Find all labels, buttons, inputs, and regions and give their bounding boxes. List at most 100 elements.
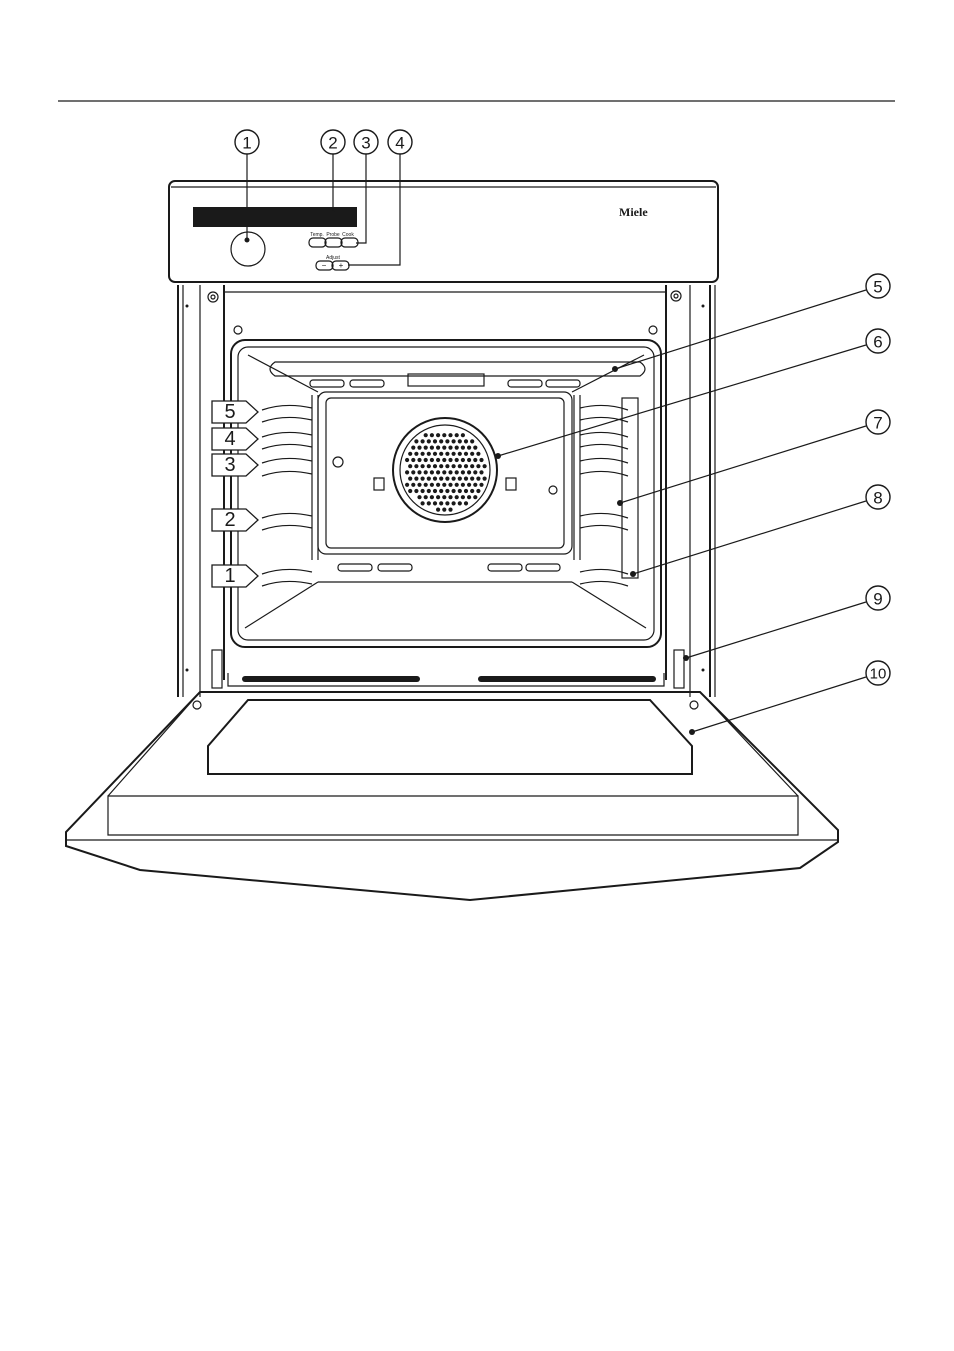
runner-ridge [262, 444, 312, 449]
runner-ridge [262, 525, 312, 530]
fan-hole [414, 452, 418, 456]
fan-hole [476, 452, 480, 456]
fan-hole [439, 452, 443, 456]
fan-hole [448, 508, 452, 512]
fan-hole [470, 452, 474, 456]
fan-hole [461, 446, 465, 450]
fan-hole [473, 446, 477, 450]
fan-hole [430, 470, 434, 474]
fan-hole [417, 446, 421, 450]
fan-hole [439, 464, 443, 468]
fan-hole [445, 464, 449, 468]
fan-hole [473, 458, 477, 462]
fan-hole [448, 446, 452, 450]
fan-hole [448, 470, 452, 474]
svg-text:1: 1 [224, 565, 235, 587]
fan-hole [445, 452, 449, 456]
fan-hole [442, 483, 446, 487]
fan-hole [439, 489, 443, 493]
fan-hole [464, 477, 468, 481]
fan-hole [442, 508, 446, 512]
callout-1: 1 [235, 130, 259, 154]
runner-ridge [262, 513, 312, 518]
fan-hole [424, 458, 428, 462]
control-panel: Temp. Probe Cook Adjust − + Miele [169, 181, 718, 282]
fan-hole [433, 464, 437, 468]
runner-ridge [262, 417, 312, 422]
runner-ridge [580, 444, 628, 449]
fan-hole [470, 489, 474, 493]
runner-ridge [580, 581, 628, 586]
shelf-level-4: 4 [212, 428, 258, 450]
fan-hole [458, 477, 462, 481]
callout-4: 4 [388, 130, 412, 154]
function-selector [231, 232, 265, 266]
fan-hole [405, 470, 409, 474]
fan-hole [476, 464, 480, 468]
fan-hole [464, 489, 468, 493]
runner-ridge [580, 432, 628, 437]
fan-hole [461, 470, 465, 474]
runner-ridge [262, 581, 312, 586]
fan-hole [417, 495, 421, 499]
fan-hole [421, 489, 425, 493]
callout-2: 2 [321, 130, 345, 154]
fan-hole [448, 483, 452, 487]
svg-text:5: 5 [224, 401, 235, 423]
fan-hole [476, 489, 480, 493]
oven-cavity [231, 340, 661, 647]
fan-hole [430, 458, 434, 462]
fan-hole [411, 470, 415, 474]
fan-hole [442, 470, 446, 474]
fan-cover [393, 418, 497, 522]
runner-ridge [262, 432, 312, 437]
fan-hole [424, 446, 428, 450]
fan-hole [417, 483, 421, 487]
fan-hole [408, 464, 412, 468]
svg-text:8: 8 [873, 489, 882, 508]
fan-hole [464, 501, 468, 505]
fan-hole [405, 458, 409, 462]
fan-hole [427, 464, 431, 468]
fan-hole [467, 483, 471, 487]
fan-hole [411, 458, 415, 462]
fan-hole [436, 495, 440, 499]
fan-hole [464, 464, 468, 468]
runner-ridge [580, 525, 628, 530]
fan-hole [436, 458, 440, 462]
plus-label: + [339, 261, 344, 270]
fan-hole [470, 477, 474, 481]
fan-hole [473, 495, 477, 499]
fan-hole [452, 464, 456, 468]
fan-hole [445, 501, 449, 505]
fan-hole [442, 495, 446, 499]
runner-ridge [262, 569, 312, 574]
fan-hole [411, 483, 415, 487]
fan-hole [421, 439, 425, 443]
fan-hole [467, 458, 471, 462]
fan-hole [467, 495, 471, 499]
svg-text:2: 2 [224, 509, 235, 531]
fan-hole [467, 470, 471, 474]
fan-hole [461, 483, 465, 487]
fan-hole [433, 489, 437, 493]
fan-hole [445, 439, 449, 443]
fan-hole [473, 470, 477, 474]
fan-hole [452, 477, 456, 481]
fan-hole [452, 439, 456, 443]
fan-hole [448, 495, 452, 499]
svg-text:3: 3 [224, 454, 235, 476]
fan-hole [408, 477, 412, 481]
svg-text:9: 9 [873, 590, 882, 609]
fan-hole [436, 446, 440, 450]
fan-hole [458, 464, 462, 468]
probe-button-label: Probe [326, 232, 340, 238]
fan-hole [405, 483, 409, 487]
runner-ridge [262, 458, 312, 463]
fan-hole [473, 483, 477, 487]
fan-hole [433, 477, 437, 481]
fan-holes [405, 433, 487, 512]
runner-ridge [580, 569, 628, 574]
fan-hole [455, 495, 459, 499]
fan-hole [448, 458, 452, 462]
